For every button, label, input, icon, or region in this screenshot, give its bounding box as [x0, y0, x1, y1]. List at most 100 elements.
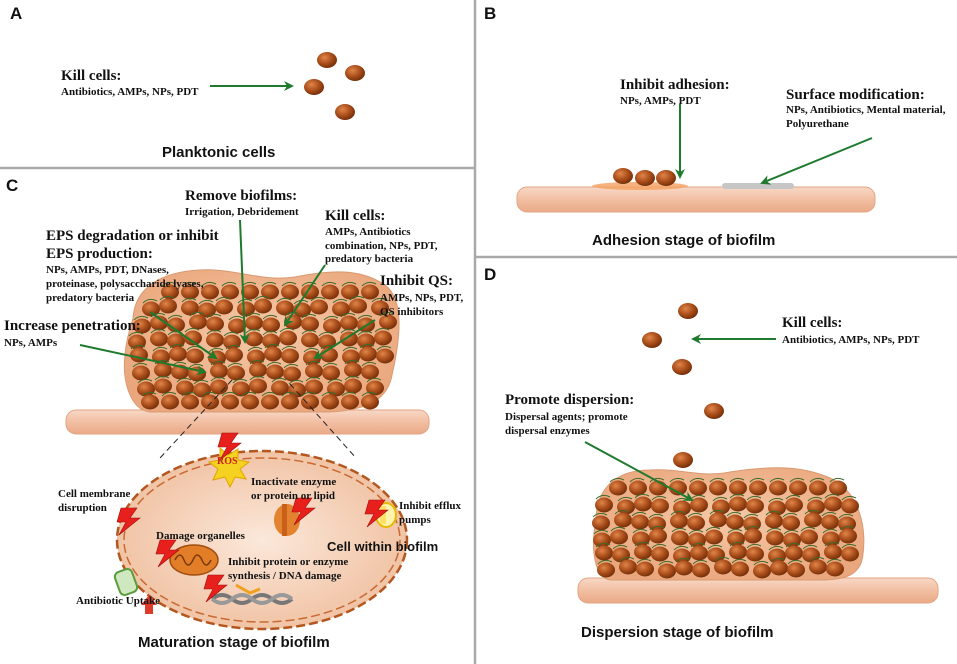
biofilm-bacterium [690, 545, 708, 561]
biofilm-bacterium [785, 497, 803, 513]
biofilm-bacterium [221, 284, 239, 300]
biofilm-bacterium [161, 394, 179, 410]
biofilm-bacterium [770, 560, 788, 576]
biofilm-bacterium [137, 381, 155, 397]
arrow-increase-penetration [79, 344, 207, 376]
panel-d-kill-items: Antibiotics, AMPs, NPs, PDT [782, 334, 920, 346]
biofilm-bacterium [371, 300, 389, 316]
biofilm-bacterium [729, 544, 747, 560]
biofilm-bacterium [159, 298, 177, 314]
membrane-label-1: Cell membrane [58, 488, 131, 500]
efflux-label-2: pumps [399, 514, 431, 526]
biofilm-bacterium [193, 382, 211, 398]
biofilm-bacterium [807, 499, 825, 515]
arrow-inhibit-qs [313, 319, 376, 360]
biofilm-bacterium [709, 480, 727, 496]
panel-d-promote-items-2: dispersal enzymes [505, 425, 590, 437]
panel-a-bacteria [304, 52, 365, 120]
lightning-protein-icon [203, 574, 228, 603]
panel-c-kill-title: Kill cells: [325, 208, 386, 224]
biofilm-bacterium [327, 381, 345, 397]
panel-c-qs-title: Inhibit QS: [380, 273, 453, 289]
biofilm-bacterium [132, 365, 150, 381]
biofilm-bacterium [301, 332, 319, 348]
biofilm-bacterium [726, 514, 744, 530]
biofilm-bacterium [768, 548, 786, 564]
biofilm-bacterium [804, 512, 822, 528]
biofilm-bacterium [215, 299, 233, 315]
biofilm-bacterium [261, 394, 279, 410]
biofilm-bacterium [167, 333, 185, 349]
lightning-efflux-icon [364, 499, 389, 528]
panel-c-substrate [65, 409, 430, 435]
biofilm-bacterium [692, 562, 710, 578]
biofilm-bacterium [225, 347, 243, 363]
panel-b-surface-items-2: Polyurethane [786, 118, 849, 130]
biofilm-bacterium [264, 346, 282, 362]
biofilm-bacterium [210, 379, 228, 395]
panel-d-kill-title: Kill cells: [782, 315, 843, 331]
panel-c-eps-items-1: NPs, AMPs, PDT, DNases, [46, 264, 169, 276]
biofilm-bacterium [765, 513, 783, 529]
biofilm-bacterium [310, 299, 328, 315]
biofilm-bacterium [658, 563, 676, 579]
biofilm-bacterium [262, 317, 280, 333]
biofilm-bacterium [632, 531, 650, 547]
efflux-label-1: Inhibit efflux [399, 500, 462, 512]
zoom-line-left [159, 379, 233, 459]
biofilm-bacterium [821, 514, 839, 530]
biofilm-bacterium [361, 284, 379, 300]
biofilm-bacterium [617, 499, 635, 515]
biofilm-bacterium [150, 331, 168, 347]
biofilm-bacterium [841, 546, 859, 562]
panel-c-penetration-items: NPs, AMPs [4, 337, 58, 349]
biofilm-bacterium [689, 480, 707, 496]
panel-c-eps-items-2: proteinase, polysaccharide lyases, [46, 278, 204, 290]
panel-d-promote-title: Promote dispersion: [505, 392, 635, 408]
biofilm-bacterium [206, 316, 224, 332]
panel-c-eps-items-3: predatory bacteria [46, 292, 135, 304]
biofilm-bacterium [169, 346, 187, 362]
biofilm-bacterium [130, 347, 148, 363]
biofilm-bacterium [376, 348, 394, 364]
biofilm-bacterium [128, 334, 146, 350]
biofilm-bacterium [150, 315, 168, 331]
panel-d-substrate [577, 577, 939, 604]
biofilm-bacterium [281, 284, 299, 300]
biofilm-bacterium [301, 316, 319, 332]
panel-b-substrate [516, 168, 876, 213]
panel-c-kill-items-2: combination, NPs, PDT, [325, 240, 438, 252]
biofilm-bacterium [141, 394, 159, 410]
biofilm-bacterium [782, 515, 800, 531]
biofilm-bacterium [768, 500, 786, 516]
biofilm-bacterium [341, 284, 359, 300]
biofilm-bacterium [707, 547, 725, 563]
biofilm-bacterium [340, 315, 358, 331]
biofilm-bacterium [305, 379, 323, 395]
panel-c-eps-title-2: EPS production: [46, 246, 153, 262]
ros-burst-icon [207, 446, 251, 489]
biofilm-bacterium [241, 284, 259, 300]
biofilm-bacterium [283, 366, 301, 382]
panel-b-letter: B [484, 4, 497, 23]
biofilm-bacterium [201, 284, 219, 300]
biofilm-bacterium [349, 298, 367, 314]
biofilm-bacterium [379, 314, 397, 330]
biofilm-bacterium [826, 561, 844, 577]
panel-a-caption: Planktonic cells [162, 144, 276, 161]
biofilm-bacterium [189, 314, 207, 330]
biofilm-bacterium [161, 284, 179, 300]
biofilm-bacterium [361, 364, 379, 380]
biofilm-bacterium [597, 562, 615, 578]
biofilm-bacterium [340, 331, 358, 347]
biofilm-bacterium [154, 378, 172, 394]
inactivate-label-2: or protein or lipid [251, 490, 336, 502]
biofilm-bacterium [785, 545, 803, 561]
biofilm-bacterium [690, 497, 708, 513]
biofilm-bacterium [210, 363, 228, 379]
biofilm-bacterium [619, 559, 637, 575]
lightning-organelle-icon [155, 539, 180, 568]
biofilm-bacterium [612, 547, 630, 563]
biofilm-bacterium [809, 480, 827, 496]
